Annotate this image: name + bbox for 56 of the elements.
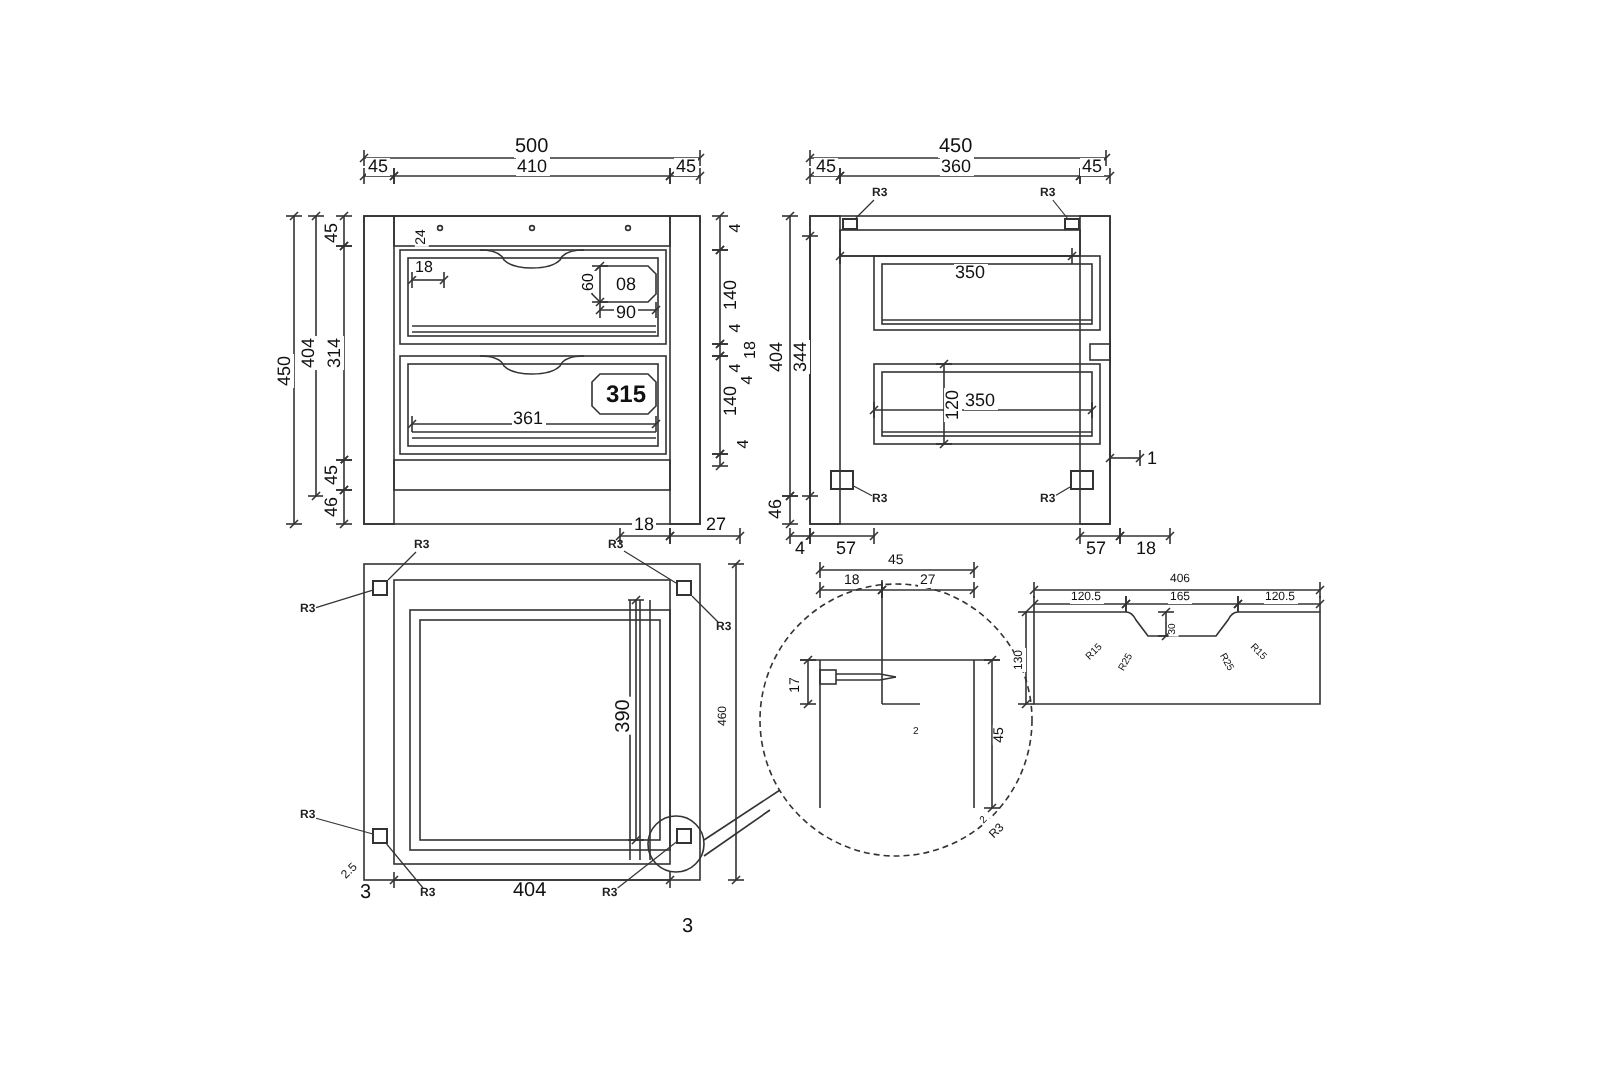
leader-line	[855, 199, 875, 219]
leader-line	[853, 485, 873, 497]
dimension-label: 4	[740, 373, 757, 387]
corner-block	[676, 828, 692, 844]
leader-line	[387, 551, 417, 581]
corner-block	[830, 470, 854, 490]
corner-block	[1064, 218, 1080, 230]
dimension-label: 45	[323, 462, 341, 486]
dimension-label: 4	[728, 361, 745, 375]
leader-line	[315, 817, 373, 835]
plate-number: 08	[614, 275, 639, 293]
dimension-label: 18	[632, 515, 657, 533]
dimension-label: 46	[323, 494, 341, 518]
dimension-label: 57	[1084, 539, 1109, 557]
dimension-label: 404	[767, 338, 786, 374]
dimension-label: 500	[513, 138, 551, 158]
dimension-label: 3	[680, 918, 696, 938]
dimension-label: 4	[736, 437, 753, 451]
corner-block	[676, 580, 692, 596]
dimension-label: 45	[323, 220, 341, 244]
plate-number: 315	[604, 382, 649, 406]
dimension-label: 450	[275, 352, 294, 388]
dimension-label: 1	[1145, 449, 1160, 467]
dimension-label: 140	[721, 276, 740, 312]
dimension-label: 46	[767, 496, 785, 520]
leader-line	[315, 589, 373, 609]
dimension-label: 18	[741, 339, 758, 361]
leader-line	[386, 843, 424, 889]
dimension-label: 27	[704, 515, 729, 533]
dimension-label: 4	[728, 221, 745, 235]
dimension-label: 90	[614, 303, 639, 321]
dimension-label: 450	[937, 138, 975, 158]
dimension-label: 57	[834, 539, 859, 557]
dimension-label: 3	[358, 884, 374, 904]
leader-line	[617, 841, 677, 889]
dimension-label: 344	[791, 338, 810, 374]
dimension-label: 390	[613, 697, 634, 735]
dimension-label: 60	[579, 271, 596, 293]
dimension-label: 361	[511, 409, 546, 427]
dimension-label: 4	[793, 539, 808, 557]
leader-line	[691, 595, 719, 623]
dimension-label: 18	[413, 260, 435, 276]
corner-block	[372, 828, 388, 844]
dimension-label: 4	[728, 321, 745, 335]
leader-line	[1055, 486, 1071, 496]
dimension-label: 140	[721, 382, 740, 418]
leader-line	[1052, 199, 1068, 219]
dimension-label: 314	[325, 334, 344, 370]
dimension-label: 404	[511, 882, 549, 902]
corner-block	[1070, 470, 1094, 490]
dimension-label: 18	[1134, 539, 1159, 557]
dimension-label: 404	[299, 334, 318, 370]
corner-block	[372, 580, 388, 596]
dimension-label: 350	[963, 391, 998, 409]
corner-block	[842, 218, 858, 230]
leader-line	[623, 550, 677, 584]
